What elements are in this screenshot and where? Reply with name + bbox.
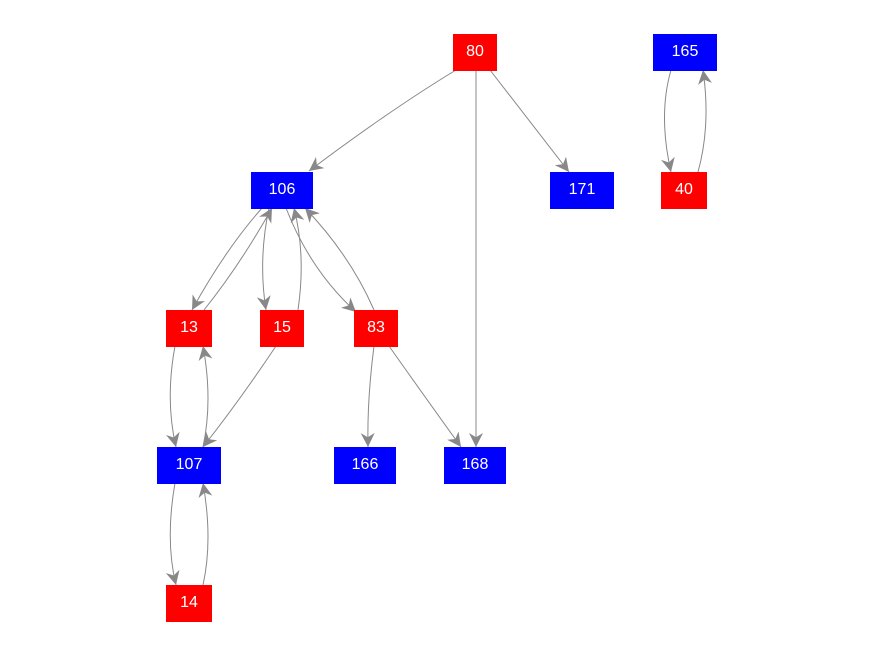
edge-165-to-40 <box>661 69 675 173</box>
edge-80-to-106 <box>308 69 457 172</box>
edge-14-to-107 <box>198 482 213 586</box>
node-80: 80 <box>453 33 497 71</box>
node-label: 166 <box>351 456 379 473</box>
node-label: 14 <box>180 594 198 611</box>
edge-83-to-106 <box>304 207 375 311</box>
node-label: 13 <box>180 319 198 336</box>
node-label: 168 <box>461 456 489 473</box>
edge-106-to-13 <box>191 207 263 311</box>
edge-106-to-83 <box>285 207 357 313</box>
node-label: 165 <box>671 43 699 60</box>
node-label: 106 <box>268 181 296 198</box>
edge-107-to-13 <box>198 345 213 448</box>
node-label: 15 <box>273 319 291 336</box>
edge-13-to-106 <box>203 207 273 311</box>
node-171: 171 <box>550 171 614 209</box>
node-83: 83 <box>354 309 398 347</box>
node-168: 168 <box>444 446 506 484</box>
node-label: 171 <box>568 181 596 198</box>
node-106: 106 <box>251 171 313 209</box>
edge-83-to-168 <box>388 345 462 448</box>
edge-80-to-171 <box>489 69 570 173</box>
node-label: 80 <box>466 43 484 60</box>
node-14: 14 <box>166 584 212 622</box>
node-label: 40 <box>675 181 693 198</box>
node-165: 165 <box>653 33 717 71</box>
edge-83-to-166 <box>360 345 375 448</box>
edge-40-to-165 <box>697 69 712 173</box>
node-15: 15 <box>260 309 304 347</box>
node-label: 83 <box>367 319 385 336</box>
node-40: 40 <box>661 171 707 209</box>
edge-15-to-106 <box>290 207 305 311</box>
edge-13-to-107 <box>165 345 180 448</box>
edge-107-to-14 <box>165 482 180 586</box>
node-107: 107 <box>157 446 221 484</box>
node-166: 166 <box>334 446 396 484</box>
edge-15-to-107 <box>202 345 277 448</box>
node-13: 13 <box>166 309 212 347</box>
node-label: 107 <box>175 456 203 473</box>
